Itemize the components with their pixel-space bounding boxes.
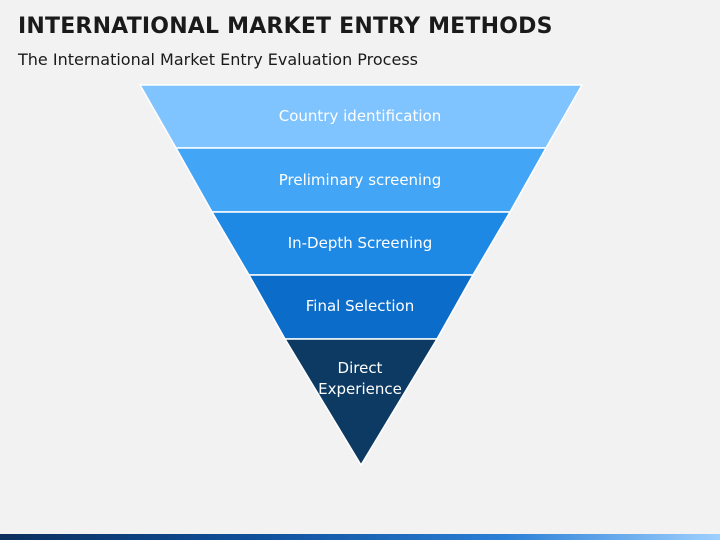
layer-label-country-identification: Country identification [279, 107, 441, 125]
footer-accent-bar [0, 534, 720, 540]
page-subtitle: The International Market Entry Evaluatio… [18, 50, 418, 69]
layer-label-final-selection: Final Selection [306, 297, 414, 315]
layer-label-direct-line1: Direct [338, 359, 383, 377]
funnel-layer-direct-experience [283, 338, 439, 467]
page-title: INTERNATIONAL MARKET ENTRY METHODS [18, 14, 553, 39]
layer-label-in-depth-screening: In-Depth Screening [288, 234, 433, 252]
layer-label-preliminary-screening: Preliminary screening [279, 171, 442, 189]
layer-label-experience-line2: Experience [318, 380, 402, 398]
